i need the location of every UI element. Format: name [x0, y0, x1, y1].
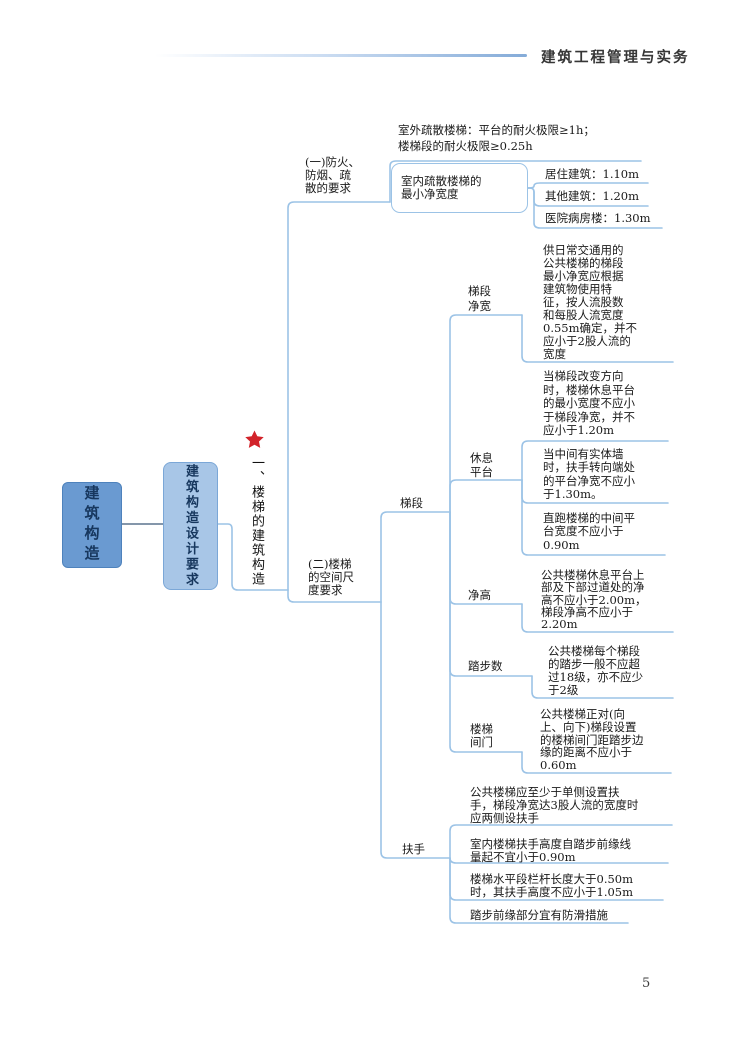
root-node-label: 建筑构造 [82, 485, 101, 565]
design-requirements-label: 建筑构造设计要求 [183, 464, 198, 588]
item-residential-building: 居住建筑：1.10m [545, 167, 640, 181]
note-handrail-horizontal-rail: 楼梯水平段栏杆长度大于0.50m 时，其扶手高度不应小于1.05m [470, 872, 634, 899]
note-handrail-height: 室内楼梯扶手高度自踏步前缘线 量起不宜小于0.90m [470, 837, 631, 864]
note-landing-straight-run: 直跑楼梯的中间平 台宽度不应小于 0.90m [543, 511, 635, 552]
note-step-edge-antislip: 踏步前缘部分宜有防滑措施 [470, 908, 608, 922]
note-stairwell-door: 公共楼梯正对(向 上、向下)梯段设置 的楼梯间门距踏步边 缘的距离不应小于 0.… [540, 707, 644, 773]
node-flight-clear-width: 梯段 净宽 [468, 284, 491, 313]
node-handrail: 扶手 [402, 842, 425, 856]
note-flight-clear-width: 供日常交通用的 公共楼梯的梯段 最小净宽应根据 建筑物使用特 征，按人流股数 和… [543, 243, 638, 361]
star-icon [245, 430, 264, 449]
note-headroom: 公共楼梯休息平台上 部及下部过道处的净 高不应小于2.00m， 梯段净高不应小于… [541, 568, 647, 632]
node-landing: 休息 平台 [470, 451, 493, 479]
branch-spatial-scale-label: (二)楼梯 的空间尺 度要求 [308, 557, 354, 597]
node-stairwell-door: 楼梯 间门 [470, 722, 493, 749]
design-requirements-node: 建筑构造设计要求 [163, 462, 218, 590]
note-handrail-single-side: 公共楼梯应至少于单侧设置扶 手，梯段净宽达3股人流的宽度时 应两侧设扶手 [470, 785, 639, 825]
note-landing-direction-change: 当梯段改变方向 时，楼梯休息平台 的最小宽度不应小 于梯段净宽，并不 应小于1.… [543, 369, 635, 438]
box-indoor-min-clear-width-label: 室内疏散楼梯的 最小净宽度 [401, 174, 482, 201]
item-other-building: 其他建筑：1.20m [545, 189, 640, 203]
note-step-count: 公共楼梯每个梯段 的踏步一般不应超 过18级，亦不应少 于2级 [548, 644, 644, 697]
header-title: 建筑工程管理与实务 [541, 50, 690, 66]
topic-stairs-construction: 一、楼梯的建筑构造 [249, 456, 264, 587]
node-step-count: 踏步数 [468, 659, 503, 673]
page-number: 5 [642, 976, 651, 991]
header-rule [155, 54, 527, 57]
item-hospital-ward-building: 医院病房楼：1.30m [545, 211, 651, 225]
branch-fire-smoke-evacuation-label: (一)防火、 防烟、疏 散的要求 [305, 155, 360, 195]
note-landing-solid-wall: 当中间有实体墙 时，扶手转向端处 的平台净宽不应小 于1.30m。 [543, 447, 635, 502]
node-flight: 梯段 [400, 496, 423, 510]
node-headroom: 净高 [468, 588, 491, 602]
box-indoor-min-clear-width: 室内疏散楼梯的 最小净宽度 [391, 163, 528, 213]
root-node: 建筑构造 [62, 482, 122, 568]
note-outdoor-evacuation-stairs: 室外疏散楼梯：平台的耐火极限≥1h； 楼梯段的耐火极限≥0.25h [398, 123, 595, 153]
